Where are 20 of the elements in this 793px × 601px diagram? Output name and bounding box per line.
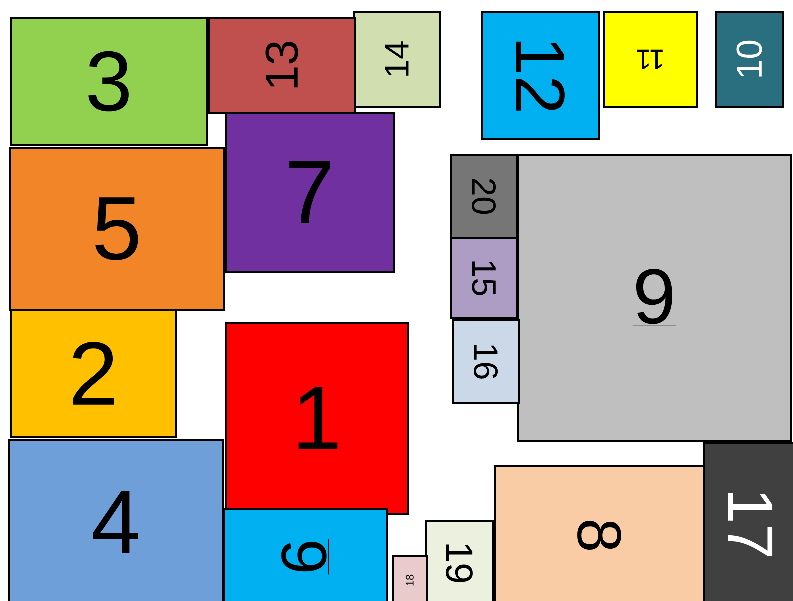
number-box: 3 — [10, 17, 208, 146]
number-box: 20 — [450, 154, 518, 239]
number-box: 8 — [494, 465, 705, 601]
number-box: 5 — [9, 147, 225, 311]
number-box: 6 — [223, 508, 388, 601]
number-box: 11 — [603, 11, 698, 108]
number-box: 19 — [425, 520, 494, 601]
number-box: 2 — [10, 309, 177, 438]
number-box: 4 — [8, 439, 224, 601]
number-box: 17 — [703, 442, 793, 601]
number-box: 9 — [517, 154, 792, 442]
number-box: 10 — [715, 11, 784, 108]
number-box: 12 — [481, 11, 600, 140]
number-box: 16 — [452, 319, 520, 404]
number-box: 14 — [353, 11, 441, 108]
number-box: 15 — [450, 237, 518, 319]
number-box: 18 — [392, 555, 428, 601]
number-box: 13 — [208, 17, 356, 114]
number-box: 1 — [225, 322, 409, 515]
number-box: 7 — [225, 112, 395, 273]
